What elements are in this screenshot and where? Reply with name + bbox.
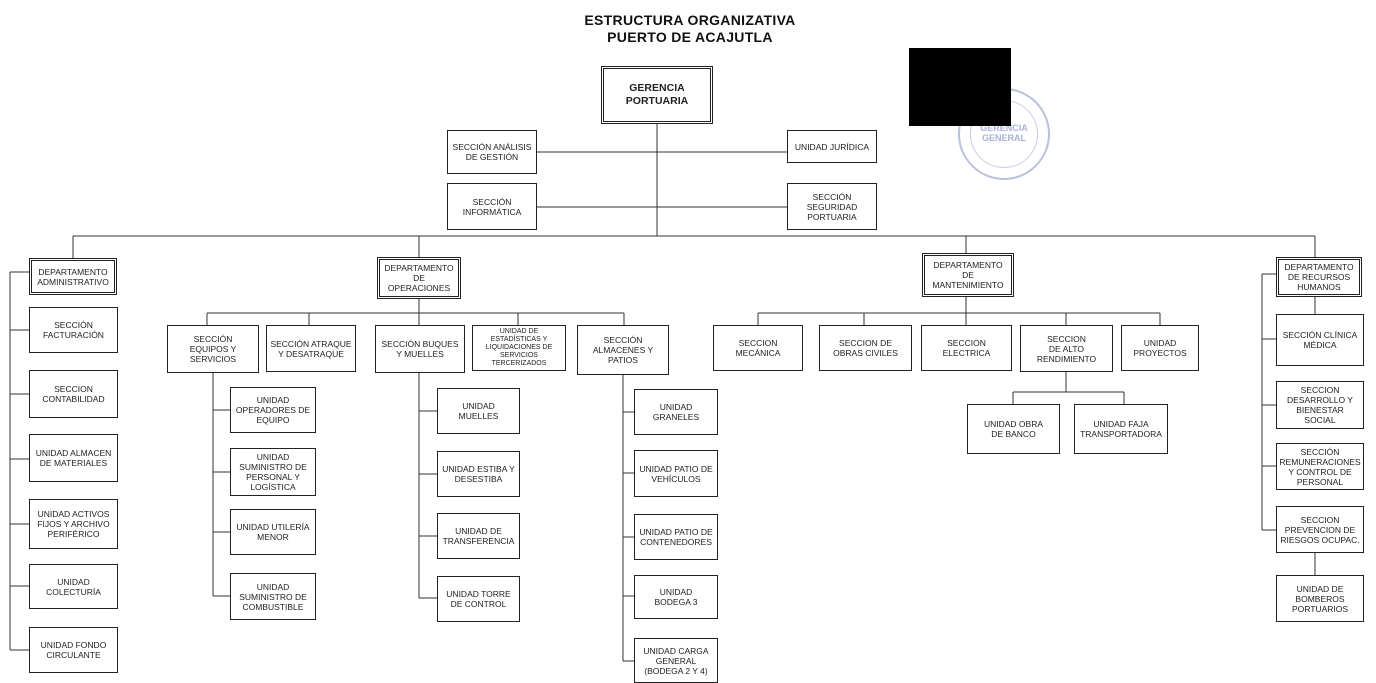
chart-subtitle: PUERTO DE ACAJUTLA <box>607 29 773 45</box>
node-unidad-muelles: UNIDAD MUELLES <box>437 388 520 434</box>
node-unidad-graneles: UNIDAD GRANELES <box>634 389 718 435</box>
node-seccion-contabilidad: SECCION CONTABILIDAD <box>29 370 118 418</box>
node-unidad-suministro-personal: UNIDAD SUMINISTRO DE PERSONAL Y LOGÍSTIC… <box>230 448 316 496</box>
node-unidad-estadisticas: UNIDAD DE ESTADÍSTICAS Y LIQUIDACIONES D… <box>472 325 566 371</box>
node-unidad-transferencia: UNIDAD DE TRANSFERENCIA <box>437 513 520 559</box>
node-seccion-buques-muelles: SECCIÓN BUQUES Y MUELLES <box>375 325 465 373</box>
node-seccion-informatica: SECCIÓN INFORMÁTICA <box>447 183 537 230</box>
node-seccion-equipos-servicios: SECCIÓN EQUIPOS Y SERVICIOS <box>167 325 259 373</box>
node-unidad-estiba-desestiba: UNIDAD ESTIBA Y DESESTIBA <box>437 451 520 497</box>
node-unidad-torre-control: UNIDAD TORRE DE CONTROL <box>437 576 520 622</box>
node-departamento-operaciones: DEPARTAMENTO DE OPERACIONES <box>377 257 461 299</box>
node-unidad-patio-vehiculos: UNIDAD PATIO DE VEHÍCULOS <box>634 450 718 497</box>
node-seccion-mecanica: SECCION MECÁNICA <box>713 325 803 371</box>
node-departamento-administrativo: DEPARTAMENTO ADMINISTRATIVO <box>29 258 117 295</box>
node-seccion-electrica: SECCION ELECTRICA <box>921 325 1012 371</box>
node-unidad-patio-contenedores: UNIDAD PATIO DE CONTENEDORES <box>634 514 718 560</box>
node-seccion-clinica-medica: SECCIÓN CLÍNICA MÉDICA <box>1276 314 1364 366</box>
node-departamento-recursos-humanos: DEPARTAMENTO DE RECURSOS HUMANOS <box>1276 257 1362 297</box>
node-seccion-desarrollo-bienestar: SECCION DESARROLLO Y BIENESTAR SOCIAL <box>1276 381 1364 429</box>
node-departamento-mantenimiento: DEPARTAMENTO DE MANTENIMIENTO <box>922 253 1014 297</box>
node-unidad-utileria-menor: UNIDAD UTILERÍA MENOR <box>230 509 316 555</box>
node-unidad-operadores-equipo: UNIDAD OPERADORES DE EQUIPO <box>230 387 316 433</box>
node-seccion-obras-civiles: SECCION DE OBRAS CIVILES <box>819 325 912 371</box>
node-seccion-prevencion-riesgos: SECCION PREVENCION DE RIESGOS OCUPAC. <box>1276 506 1364 553</box>
redacted-signature <box>909 48 1011 126</box>
node-unidad-carga-general: UNIDAD CARGA GENERAL (BODEGA 2 Y 4) <box>634 638 718 683</box>
chart-title: ESTRUCTURA ORGANIZATIVA <box>584 12 796 28</box>
node-unidad-faja-transportadora: UNIDAD FAJA TRANSPORTADORA <box>1074 404 1168 454</box>
node-seccion-atraque-desatraque: SECCIÓN ATRAQUE Y DESATRAQUE <box>266 325 356 372</box>
node-unidad-colecturia: UNIDAD COLECTURÍA <box>29 564 118 609</box>
node-seccion-analisis-gestion: SECCIÓN ANÁLISIS DE GESTIÓN <box>447 130 537 174</box>
node-unidad-activos-fijos: UNIDAD ACTIVOS FIJOS Y ARCHIVO PERIFÉRIC… <box>29 499 118 549</box>
node-unidad-suministro-combustible: UNIDAD SUMINISTRO DE COMBUSTIBLE <box>230 573 316 620</box>
node-unidad-almacen-materiales: UNIDAD ALMACEN DE MATERIALES <box>29 434 118 482</box>
node-seccion-almacenes-patios: SECCIÓN ALMACENES Y PATIOS <box>577 325 669 375</box>
node-unidad-fondo-circulante: UNIDAD FONDO CIRCULANTE <box>29 627 118 673</box>
node-unidad-bodega-3: UNIDAD BODEGA 3 <box>634 575 718 619</box>
node-seccion-remuneraciones: SECCIÓN REMUNERACIONES Y CONTROL DE PERS… <box>1276 443 1364 490</box>
node-gerencia-portuaria: GERENCIA PORTUARIA <box>601 66 713 124</box>
node-unidad-proyectos: UNIDAD PROYECTOS <box>1121 325 1199 371</box>
node-unidad-juridica: UNIDAD JURÍDICA <box>787 130 877 163</box>
node-seccion-seguridad-portuaria: SECCIÓN SEGURIDAD PORTUARIA <box>787 183 877 230</box>
stamp-text: GERENCIA GENERAL <box>980 123 1028 143</box>
node-unidad-obra-banco: UNIDAD OBRA DE BANCO <box>967 404 1060 454</box>
node-seccion-alto-rendimiento: SECCION DE ALTO RENDIMIENTO <box>1020 325 1113 372</box>
node-unidad-bomberos-portuarios: UNIDAD DE BOMBEROS PORTUARIOS <box>1276 575 1364 622</box>
node-seccion-facturacion: SECCIÓN FACTURACIÓN <box>29 307 118 353</box>
